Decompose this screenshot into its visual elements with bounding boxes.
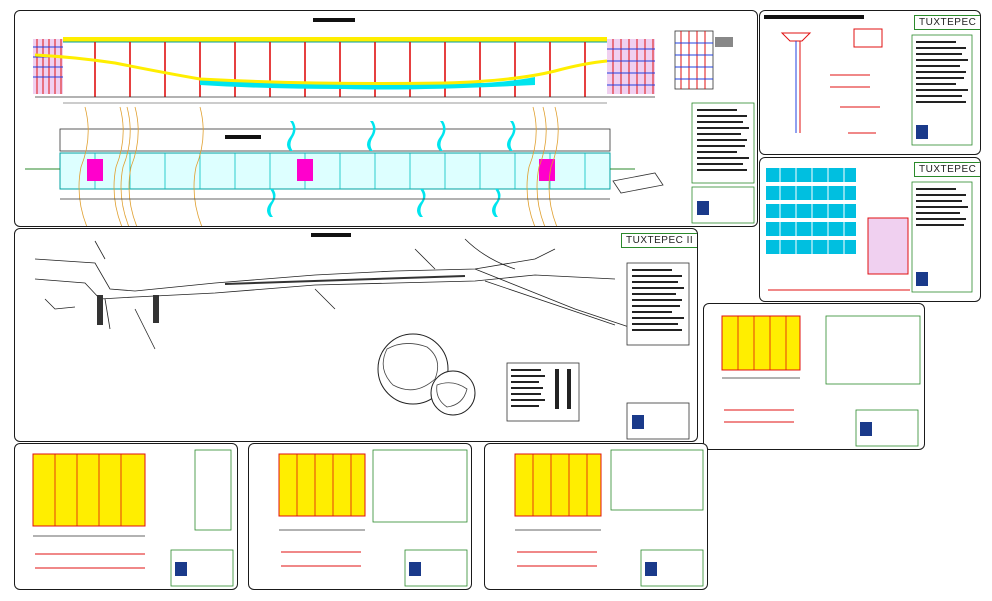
deck-detail-d-drawing: [721, 315, 921, 447]
sheet-bridge-elevation: [14, 10, 758, 227]
rebar-schedule-drawing: [766, 168, 973, 293]
project-title-box: TUXTEPEC II: [621, 233, 697, 248]
pier-column: [780, 32, 812, 133]
sheet-deck-detail-d: [703, 303, 925, 450]
location-plan-drawing: [34, 233, 690, 440]
deck-detail-a-drawing: [32, 449, 234, 587]
pier-cross-section: [674, 30, 733, 90]
sheet-deck-detail-a: [14, 443, 238, 590]
location-map-circles: [377, 333, 476, 416]
left-abutment-hatch: [33, 39, 63, 94]
ground-profile: [34, 53, 608, 85]
sheet-deck-detail-b: [248, 443, 472, 590]
sheet-location-plan: TUXTEPEC II: [14, 228, 698, 442]
right-abutment-hatch: [607, 39, 655, 94]
project-title-box: TUXTEPEC II: [914, 15, 980, 30]
plan-deck: [59, 152, 611, 190]
deck-detail-c-drawing: [514, 449, 704, 587]
sheet-rebar-schedule: TUXTEPEC II: [759, 157, 981, 302]
bridge-elevation-drawing: [25, 18, 755, 226]
project-title-box: TUXTEPEC II: [914, 162, 980, 177]
sheet-deck-detail-c: [484, 443, 708, 590]
sheet-pier-detail: TUXTEPEC II: [759, 10, 981, 155]
deck-detail-b-drawing: [278, 449, 468, 587]
plan-outline: [59, 128, 611, 152]
pier-detail-drawing: [764, 15, 973, 146]
